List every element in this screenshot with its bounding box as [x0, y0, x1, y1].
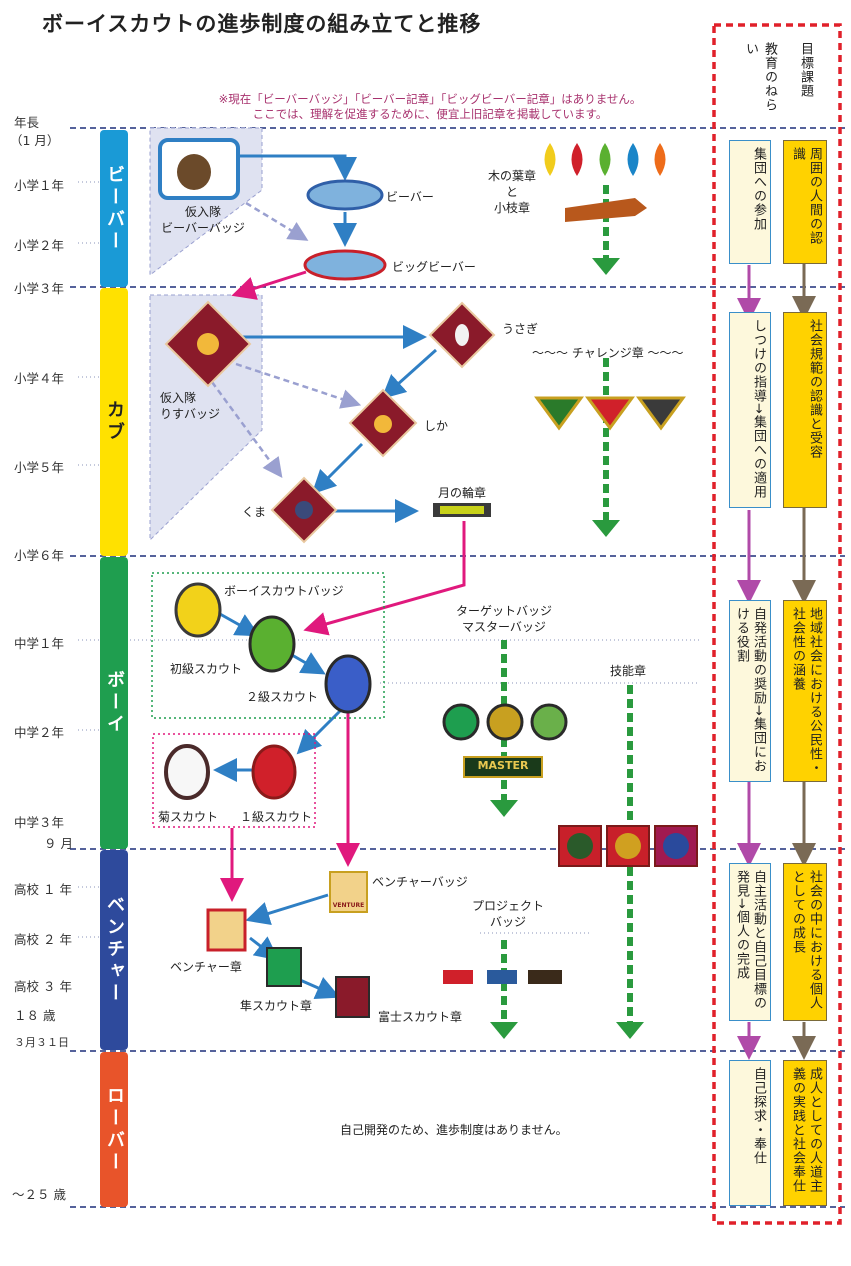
- moon-badge: [433, 503, 491, 517]
- label-line: りすバッジ: [160, 407, 221, 421]
- stage-divider-lines: [70, 127, 845, 1208]
- aim-box-venture: 自主活動と自己目標の発見→個人の完成: [729, 863, 771, 1021]
- age-c1: 中学１年: [14, 636, 65, 651]
- aim-box-rover: 自己探求・奉仕: [729, 1060, 771, 1206]
- label-line: ターゲットバッジ: [455, 604, 552, 618]
- label-line: プロジェクト: [471, 899, 544, 913]
- label-beginner-scout: 初級スカウト: [170, 662, 243, 676]
- stage-rover: ローバー: [100, 1052, 128, 1207]
- note-line-1: ※現在「ビーバーバッジ」「ビーバー記章」「ビッグビーバー記章」はありません。: [218, 92, 642, 106]
- label-line: と: [505, 185, 518, 199]
- label-first-class: １級スカウト: [240, 810, 313, 824]
- stage-cub: カブ: [100, 288, 128, 556]
- label-project: プロジェクト バッジ: [462, 898, 554, 930]
- label-line: 木の葉章: [488, 169, 537, 183]
- label-boyscout-badge: ボーイスカウトバッジ: [224, 584, 344, 598]
- goal-box-beaver: 周囲の人間の認識: [783, 140, 827, 264]
- beaver-badges: [158, 138, 387, 281]
- aim-box-boy: 自発活動の奨励→集団における役割: [729, 600, 771, 782]
- label-line: バッジ: [489, 915, 526, 929]
- age-18: １８ 歳: [14, 1008, 56, 1023]
- boy-rank-box: [152, 733, 316, 828]
- skill-patches: [558, 825, 698, 867]
- label-target-master: ターゲットバッジ マスターバッジ: [446, 603, 562, 635]
- age-25: ～２５ 歳: [12, 1187, 66, 1202]
- age-s6: 小学６年: [14, 548, 65, 563]
- header-educational-aim: 教育のねらい: [743, 42, 777, 112]
- note-line-2: ここでは、理解を促進するために、便宜上旧記章を掲載しています。: [252, 107, 608, 121]
- right-column-frame: [712, 23, 842, 1225]
- challenge-badges: [534, 396, 686, 431]
- project-badges: [443, 970, 562, 984]
- age-s5: 小学５年: [14, 460, 65, 475]
- label-hayabusa: 隼スカウト章: [240, 999, 313, 1013]
- label-fuji: 富士スカウト章: [378, 1010, 463, 1024]
- label-challenge: 〜〜〜 チャレンジ章 〜〜〜: [532, 346, 684, 360]
- label-line: マスターバッジ: [462, 620, 546, 634]
- goal-box-boy: 地域社会における公民性・社会性の涵養: [783, 600, 827, 782]
- age-s3: 小学３年: [14, 281, 65, 296]
- stage-boy: ボーイ: [100, 557, 128, 849]
- age-c2: 中学２年: [14, 725, 65, 740]
- stage-venture: ベンチャー: [100, 850, 128, 1050]
- label-line: 仮入隊: [160, 391, 197, 405]
- lavender-arrows: [210, 201, 362, 479]
- goal-box-venture: 社会の中における個人としての成長: [783, 863, 827, 1021]
- header-goal-task: 目標課題: [798, 42, 813, 98]
- boy-first-box: [151, 572, 385, 719]
- age-c3-month: ９ 月: [44, 836, 73, 851]
- label-big-beaver: ビッグビーバー: [392, 260, 476, 274]
- label-venture-sho: ベンチャー章: [170, 960, 242, 974]
- aim-box-beaver: 集団への参加: [729, 140, 771, 264]
- age-nencho: 年長: [14, 115, 40, 130]
- label-venture-badge: ベンチャーバッジ: [372, 875, 468, 889]
- page-title: ボーイスカウトの進歩制度の組み立てと推移: [42, 12, 482, 36]
- age-k2: 高校 ２ 年: [14, 932, 72, 947]
- label-rover-text: 自己開発のため、進歩制度はありません。: [340, 1123, 568, 1137]
- cub-diamond-icons: [197, 324, 469, 519]
- green-arrowheads: [490, 258, 644, 1039]
- venture-badge-text: VENTURE: [332, 902, 365, 909]
- age-18-date: ３月３１日: [14, 1036, 69, 1049]
- age-s2: 小学２年: [14, 238, 65, 253]
- label-kuma: くま: [242, 505, 267, 519]
- age-s1: 小学１年: [14, 178, 65, 193]
- label-line: ビーバーバッジ: [161, 221, 245, 235]
- leaf-badges: [544, 143, 666, 222]
- age-c3: 中学３年: [14, 815, 65, 830]
- boy-badges: [164, 582, 568, 800]
- label-kiku: 菊スカウト: [158, 810, 219, 824]
- year-dotted-lines: [78, 181, 700, 938]
- master-patch-text: MASTER: [477, 759, 529, 772]
- pink-arrows: [220, 270, 466, 902]
- label-beaver-provisional: 仮入隊 ビーバーバッジ: [158, 204, 248, 236]
- age-s4: 小学４年: [14, 371, 65, 386]
- label-skill: 技能章: [610, 664, 647, 678]
- label-second-class: ２級スカウト: [246, 690, 319, 704]
- venture-badges: [206, 871, 370, 1018]
- label-leaf-twig: 木の葉章 と 小枝章: [488, 168, 536, 216]
- label-cub-provisional: 仮入隊 りすバッジ: [160, 390, 240, 422]
- age-nencho-month: （1 月）: [10, 133, 60, 148]
- age-k3: 高校 ３ 年: [14, 979, 72, 994]
- label-line: 小枝章: [493, 201, 530, 215]
- label-beaver: ビーバー: [386, 190, 434, 204]
- label-line: 仮入隊: [184, 205, 221, 219]
- old-badge-note: ※現在「ビーバーバッジ」「ビーバー記章」「ビッグビーバー記章」はありません。 こ…: [150, 92, 710, 122]
- blue-arrows: [213, 154, 438, 999]
- goal-box-rover: 成人としての人道主義の実践と社会奉仕: [783, 1060, 827, 1206]
- goal-box-cub: 社会規範の認識と受容: [783, 312, 827, 508]
- aim-box-cub: しつけの指導→集団への適用: [729, 312, 771, 508]
- label-shika: しか: [424, 419, 449, 433]
- stage-beaver: ビーバー: [100, 130, 128, 287]
- label-usagi: うさぎ: [502, 322, 539, 336]
- age-k1: 高校 １ 年: [14, 882, 72, 897]
- label-moon: 月の輪章: [438, 486, 487, 500]
